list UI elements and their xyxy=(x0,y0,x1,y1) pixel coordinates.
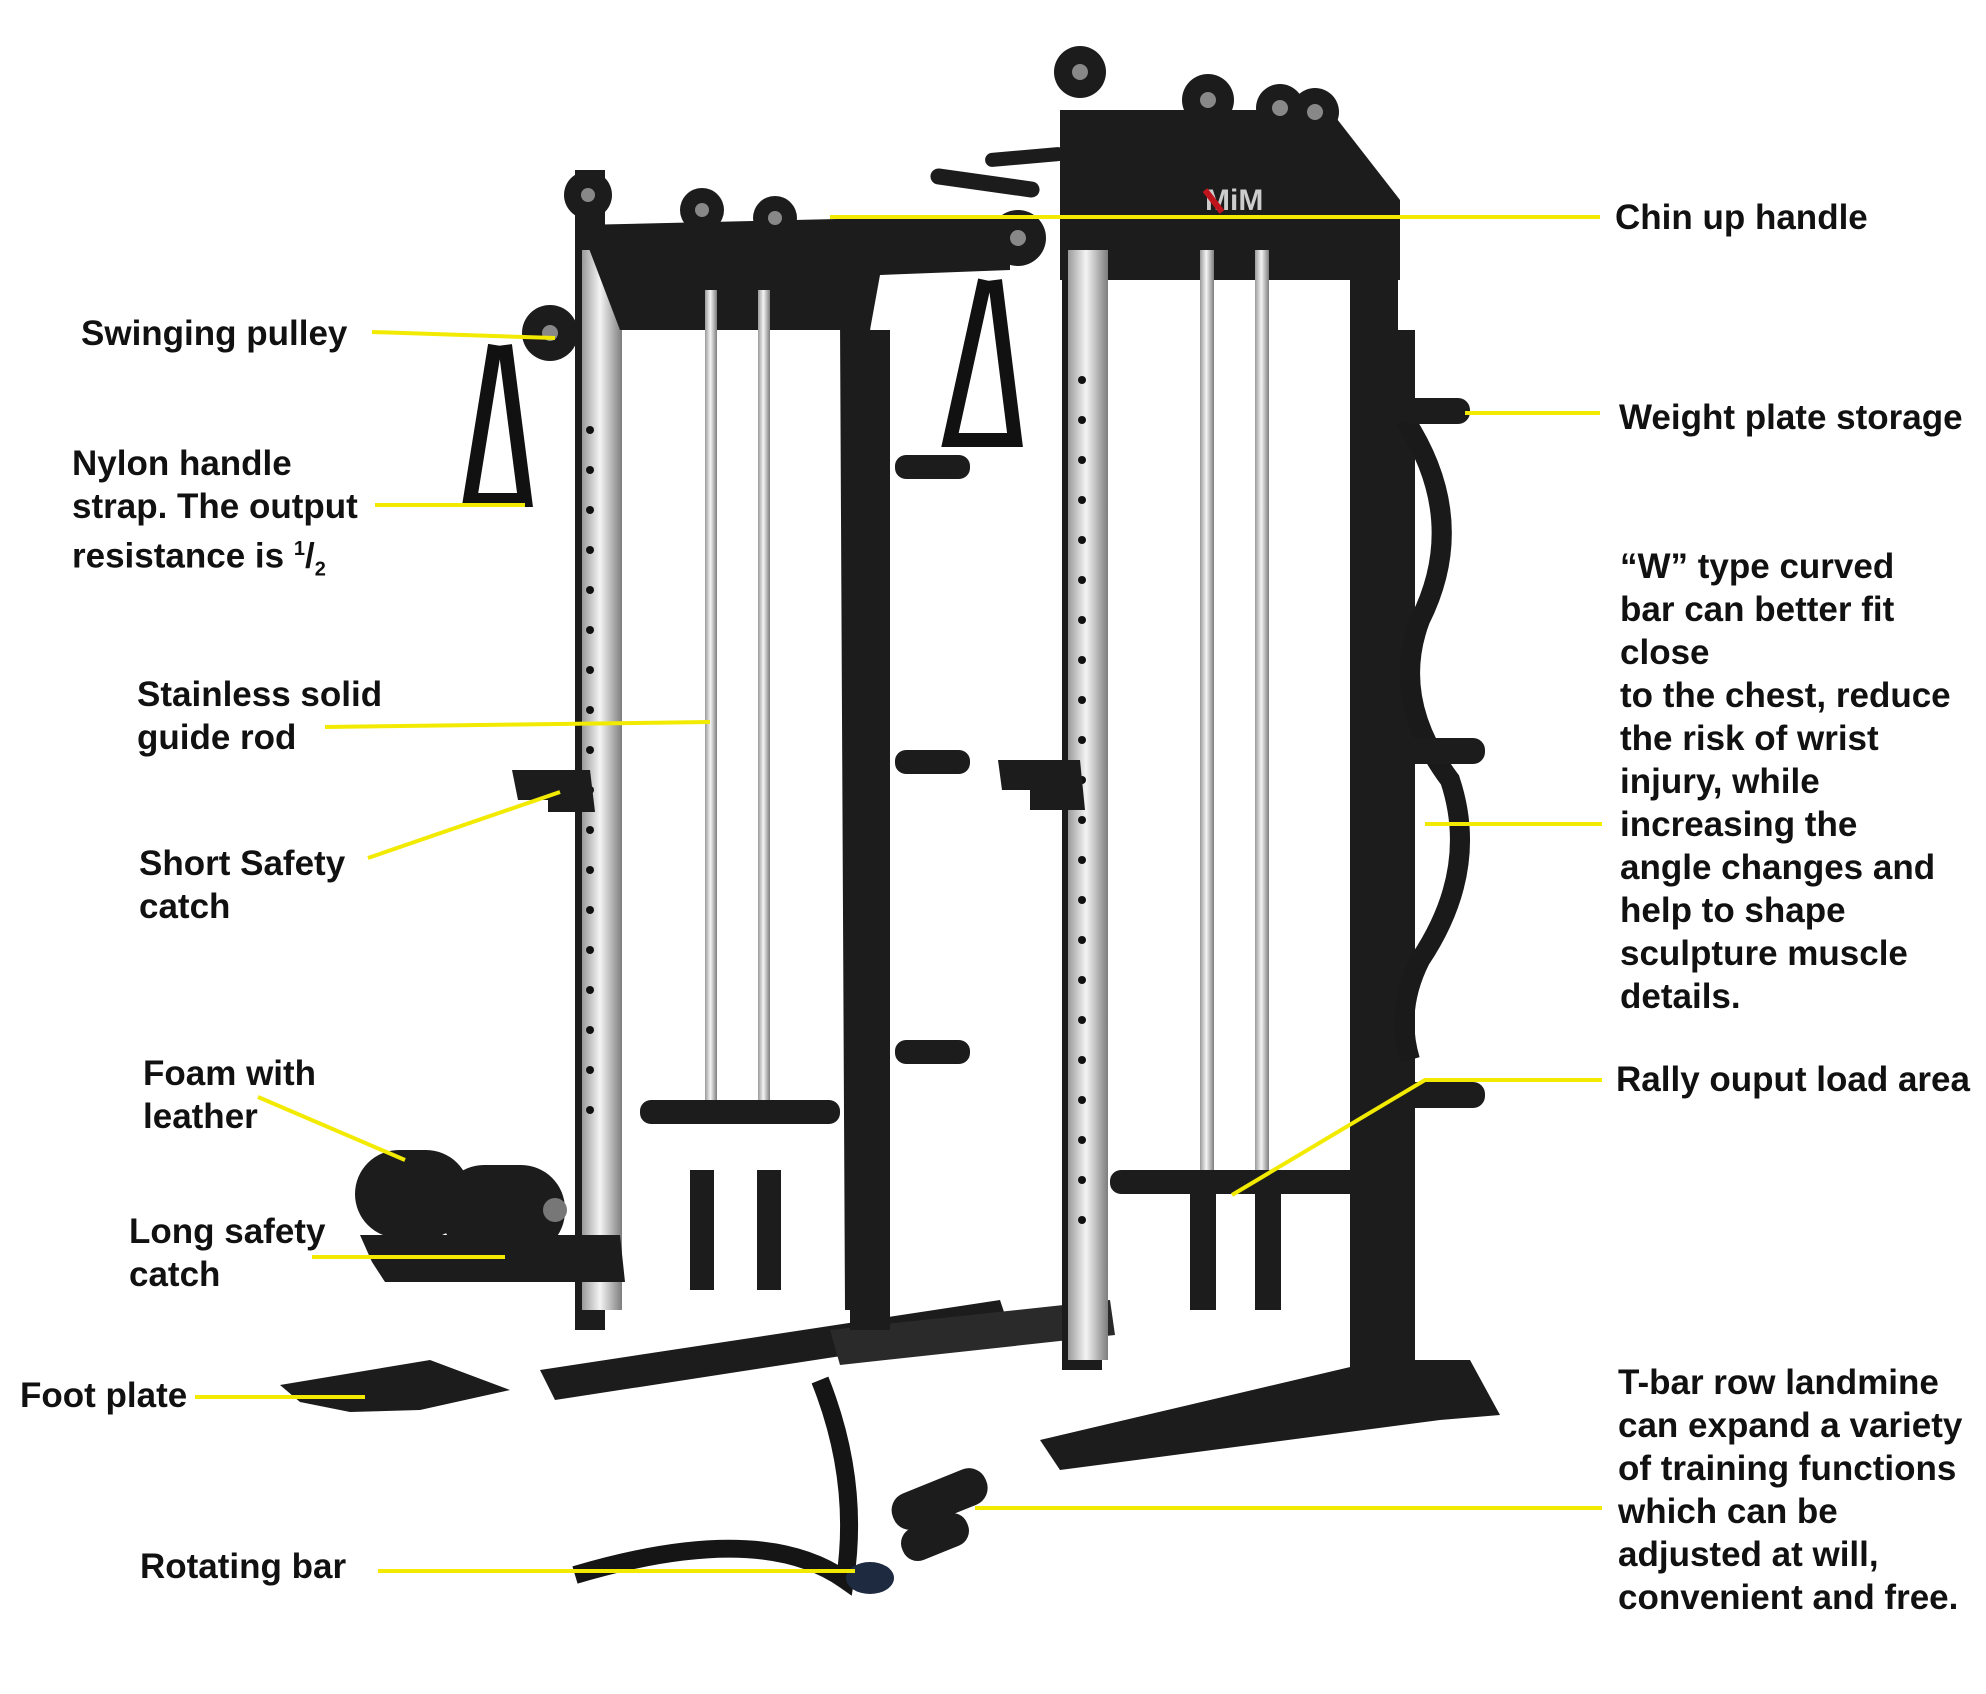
nylon-handle-right xyxy=(941,278,1023,447)
label-rotating-bar: Rotating bar xyxy=(140,1547,347,1586)
label-t-bar-row-landmine: T-bar row landmine can expand a variety … xyxy=(1618,1363,1963,1617)
weight-plate-horns xyxy=(640,398,1485,1310)
label-nylon-handle-strap: Nylon handle strap. The output resistanc… xyxy=(72,444,358,581)
label-rally-output-load: Rally ouput load area xyxy=(1616,1060,1970,1099)
t-bar-landmine xyxy=(891,1468,988,1562)
leader-swinging-pulley xyxy=(371,330,556,340)
leader-guide-rod xyxy=(324,720,711,729)
short-safety-catch-right xyxy=(998,760,1085,810)
label-weight-plate-storage: Weight plate storage xyxy=(1619,398,1963,437)
label-stainless-guide-rod: Stainless solid guide rod xyxy=(137,675,383,757)
short-safety-catch-left xyxy=(512,770,595,812)
rotating-bar-pivot xyxy=(846,1562,894,1594)
foam-rollers xyxy=(355,1150,567,1255)
chin-up-handles xyxy=(930,147,1065,198)
label-foam-with-leather: Foam with leather xyxy=(143,1054,317,1136)
fraction-denominator: 2 xyxy=(314,558,326,581)
label-w-curved-bar: “W” type curved bar can better fit close… xyxy=(1620,547,1951,1016)
fraction-numerator: 1 xyxy=(293,538,305,560)
pulleys xyxy=(522,46,1339,361)
nylon-handle-text: Nylon handle strap. The output resistanc… xyxy=(72,444,358,576)
leader-lines xyxy=(195,215,1602,1573)
leader-short-safety xyxy=(367,790,561,860)
leader-rally-load xyxy=(1230,1078,1602,1197)
label-chin-up-handle: Chin up handle xyxy=(1615,198,1868,237)
base-frame xyxy=(540,1300,1500,1470)
nylon-handle-left xyxy=(461,343,533,507)
w-curved-bar xyxy=(1394,414,1470,1063)
left-tower xyxy=(575,170,1010,1330)
rotating-bar xyxy=(572,1376,859,1596)
leader-foam xyxy=(257,1095,406,1162)
label-long-safety-catch: Long safety catch xyxy=(129,1212,326,1294)
logo-accent xyxy=(1202,188,1225,214)
label-foot-plate: Foot plate xyxy=(20,1376,188,1415)
label-short-safety-catch: Short Safety catch xyxy=(139,844,346,926)
label-swinging-pulley: Swinging pulley xyxy=(81,314,348,353)
foot-plate xyxy=(280,1360,510,1412)
